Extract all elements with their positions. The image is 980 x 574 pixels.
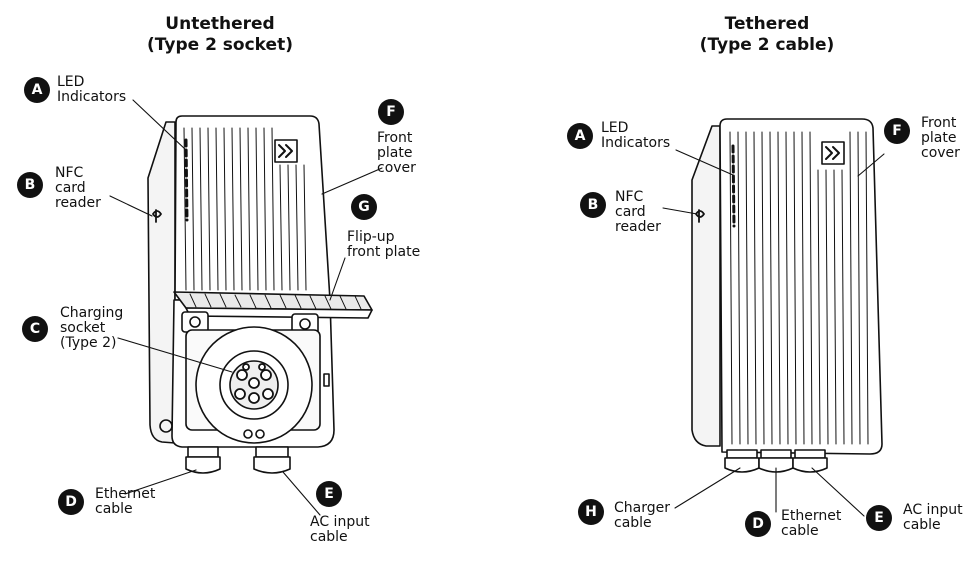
callout-badge-e: E bbox=[316, 481, 342, 507]
label-line: Front bbox=[377, 130, 413, 146]
label-line: plate bbox=[377, 145, 413, 161]
front-plate-ribs bbox=[183, 127, 307, 291]
label-line: reader bbox=[615, 219, 661, 235]
label-line: plate bbox=[921, 130, 957, 146]
callout-badge-f-tethered: F bbox=[884, 118, 910, 144]
label-line: Ethernet bbox=[781, 508, 842, 524]
untethered-subtitle: (Type 2 socket) bbox=[147, 35, 293, 55]
label-line: NFC bbox=[55, 165, 84, 181]
label-line: socket bbox=[60, 320, 106, 336]
label-line: cable bbox=[903, 517, 941, 533]
label-line: NFC bbox=[615, 189, 644, 205]
label-line: card bbox=[55, 180, 86, 196]
callout-label-ethernet-cable-tethered: Ethernet cable bbox=[781, 509, 841, 539]
callout-label-ac-input-cable: AC input cable bbox=[310, 515, 370, 545]
callout-badge-b: B bbox=[17, 172, 43, 198]
callout-label-led-indicators-tethered: LED Indicators bbox=[601, 121, 670, 151]
label-line: Flip-up bbox=[347, 229, 395, 245]
label-line: LED bbox=[57, 74, 85, 90]
label-line: Indicators bbox=[57, 89, 127, 105]
callout-badge-b-tethered: B bbox=[580, 192, 606, 218]
led-indicators-strip bbox=[184, 138, 189, 222]
front-plate-ribs-tethered bbox=[729, 131, 869, 445]
tethered-heading: Tethered (Type 2 cable) bbox=[672, 14, 862, 56]
callout-label-front-plate-cover-tethered: Front plate cover bbox=[921, 116, 960, 161]
label-line: cover bbox=[921, 145, 960, 161]
callout-badge-d-tethered: D bbox=[745, 511, 771, 537]
callout-label-charger-cable: Charger cable bbox=[614, 501, 670, 531]
label-line: reader bbox=[55, 195, 101, 211]
label-line: front plate bbox=[347, 244, 421, 260]
nfc-icon bbox=[152, 209, 162, 223]
callout-label-led-indicators: LED Indicators bbox=[57, 75, 126, 105]
untethered-charger-drawing bbox=[147, 115, 373, 474]
callout-badge-c: C bbox=[22, 316, 48, 342]
cable-glands bbox=[185, 446, 291, 474]
callout-label-nfc-card-reader: NFC card reader bbox=[55, 166, 101, 211]
tethered-subtitle: (Type 2 cable) bbox=[699, 35, 835, 55]
untethered-title: Untethered bbox=[165, 14, 275, 34]
label-line: Indicators bbox=[601, 135, 671, 151]
callout-label-flip-up-front-plate: Flip-up front plate bbox=[347, 230, 420, 260]
callout-label-charging-socket: Charging socket (Type 2) bbox=[60, 306, 123, 351]
label-line: Charger bbox=[614, 500, 670, 516]
label-line: (Type 2) bbox=[60, 335, 117, 351]
label-line: card bbox=[615, 204, 646, 220]
callout-badge-a: A bbox=[24, 77, 50, 103]
callout-badge-d: D bbox=[58, 489, 84, 515]
callout-badge-g: G bbox=[351, 194, 377, 220]
label-line: cable bbox=[781, 523, 819, 539]
label-line: cable bbox=[95, 501, 133, 517]
callout-label-nfc-card-reader-tethered: NFC card reader bbox=[615, 190, 661, 235]
label-line: cable bbox=[614, 515, 652, 531]
callout-badge-e-tethered: E bbox=[866, 505, 892, 531]
label-line: LED bbox=[601, 120, 629, 136]
label-line: Ethernet bbox=[95, 486, 156, 502]
callout-label-ethernet-cable: Ethernet cable bbox=[95, 487, 155, 517]
cable-glands-tethered bbox=[724, 449, 828, 473]
nfc-icon-tethered bbox=[695, 209, 705, 223]
untethered-heading: Untethered (Type 2 socket) bbox=[120, 14, 320, 56]
led-indicators-strip-tethered bbox=[731, 144, 736, 228]
label-line: Front bbox=[921, 115, 957, 131]
right-leader-lines bbox=[662, 149, 885, 517]
label-line: cover bbox=[377, 160, 416, 176]
callout-label-ac-input-cable-tethered: AC input cable bbox=[903, 503, 963, 533]
label-line: cable bbox=[310, 529, 348, 545]
label-line: AC input bbox=[903, 502, 963, 518]
callout-badge-h: H bbox=[578, 499, 604, 525]
tethered-title: Tethered bbox=[724, 14, 810, 34]
callout-label-front-plate-cover: Front plate cover bbox=[377, 131, 416, 176]
tethered-charger-drawing bbox=[691, 118, 883, 473]
label-line: Charging bbox=[60, 305, 124, 321]
left-leader-lines bbox=[109, 99, 383, 516]
callout-badge-a-tethered: A bbox=[567, 123, 593, 149]
callout-badge-f: F bbox=[378, 99, 404, 125]
label-line: AC input bbox=[310, 514, 370, 530]
